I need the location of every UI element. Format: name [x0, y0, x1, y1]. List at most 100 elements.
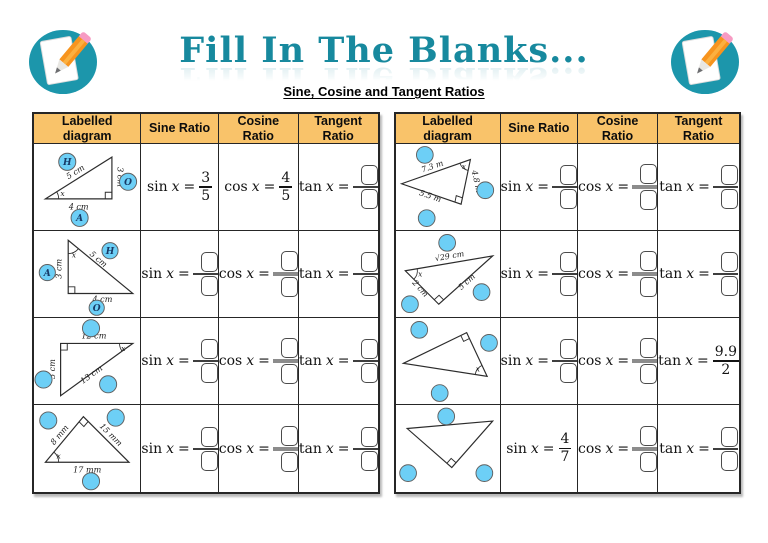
answer-label-circle[interactable] [34, 370, 53, 389]
answer-label-circle[interactable] [479, 334, 498, 352]
angle-variable: x [166, 266, 175, 282]
triangle-diagram: x 12 cm 5 cm 13 cm [34, 319, 135, 397]
denominator-blank[interactable] [640, 190, 658, 210]
denominator-blank[interactable] [640, 364, 658, 384]
fraction-bar [272, 272, 298, 276]
numerator-blank[interactable] [280, 425, 298, 446]
numerator-blank[interactable] [640, 425, 658, 446]
answer-fraction-blanks [712, 165, 738, 209]
answer-label-circle[interactable] [106, 408, 125, 427]
denominator-blank[interactable] [360, 189, 378, 209]
answer-label-circle[interactable] [400, 295, 419, 314]
answer-label-circle[interactable] [430, 384, 449, 402]
cos-function-label: cos [224, 179, 248, 195]
answer-label-circle[interactable] [398, 464, 417, 482]
answer-label-circle[interactable] [437, 234, 456, 252]
denominator-blank[interactable] [200, 363, 218, 383]
numerator-blank[interactable] [200, 339, 218, 359]
denominator-blank[interactable] [720, 450, 738, 471]
answer-label-circle[interactable] [417, 209, 436, 227]
denominator-blank[interactable] [720, 189, 738, 209]
numerator-blank[interactable] [360, 426, 378, 447]
numerator: 4 [281, 169, 291, 186]
answer-label-circle[interactable] [475, 181, 494, 200]
denominator-blank[interactable] [280, 364, 298, 384]
cos-function-label: cos [218, 353, 243, 369]
angle-label: x [121, 344, 126, 353]
angle-variable: x [685, 353, 693, 369]
numerator-blank[interactable] [720, 165, 738, 185]
answer-label-circle[interactable] [39, 411, 58, 430]
answer-label-circle[interactable] [409, 321, 428, 339]
numerator-blank[interactable] [360, 165, 378, 185]
answer-fraction-blanks [272, 425, 298, 472]
answer-fraction-blanks [352, 339, 378, 383]
answer-label-circle[interactable] [81, 472, 101, 491]
numerator-blank[interactable] [360, 252, 378, 272]
column-header-sine-ratio: Sine Ratio [500, 114, 578, 144]
angle-variable: x [325, 353, 334, 369]
denominator-blank[interactable] [640, 451, 658, 472]
denominator-blank[interactable] [360, 450, 378, 471]
numerator-blank[interactable] [640, 338, 658, 358]
denominator-blank[interactable] [360, 276, 378, 296]
side-label: 2 cm [409, 278, 429, 299]
answer-fraction-blanks [272, 338, 298, 384]
denominator-blank[interactable] [559, 276, 577, 296]
numerator-blank[interactable] [640, 164, 658, 184]
numerator-blank[interactable] [640, 251, 658, 271]
angle-variable: x [605, 179, 614, 195]
answer-label-circle[interactable] [81, 319, 101, 338]
denominator-blank[interactable] [200, 450, 218, 471]
pencil-and-paper-icon [668, 28, 742, 96]
fraction-bar [352, 186, 378, 188]
h-label-circle: H [58, 152, 77, 171]
triangle-diagram: x 5 cm 3 cm 4 cm H O A [43, 152, 138, 227]
denominator: 5 [281, 187, 291, 204]
equals-sign: = [542, 440, 555, 457]
denominator-blank[interactable] [559, 189, 577, 209]
numerator-blank[interactable] [720, 426, 738, 447]
triangle-diagram: x √29 cm 2 cm 5 cm [400, 234, 495, 314]
numerator-blank[interactable] [280, 338, 298, 358]
answer-label-circle[interactable] [415, 146, 434, 164]
denominator-blank[interactable] [559, 363, 577, 383]
svg-text:O: O [93, 304, 101, 314]
numerator-blank[interactable] [200, 252, 218, 272]
answer-label-circle[interactable] [472, 283, 490, 301]
numerator-blank[interactable] [559, 252, 577, 272]
denominator-blank[interactable] [360, 363, 378, 383]
numerator-blank[interactable] [200, 426, 218, 447]
answer-label-circle[interactable] [99, 375, 118, 394]
pencil-and-paper-icon [26, 28, 100, 96]
answer-fraction-blanks [352, 165, 378, 209]
numerator-blank[interactable] [559, 165, 577, 185]
fraction-bar [352, 360, 378, 362]
denominator-blank[interactable] [200, 276, 218, 296]
numerator-blank[interactable] [720, 252, 738, 272]
angle-variable: x [605, 266, 614, 282]
cos-function-label: cos [577, 353, 602, 369]
answer-label-circle[interactable] [475, 464, 493, 482]
o-label-circle: O [88, 299, 105, 316]
numerator-blank[interactable] [280, 251, 298, 271]
fraction-bar [551, 186, 577, 188]
denominator-blank[interactable] [280, 277, 298, 297]
denominator-blank[interactable] [640, 277, 658, 297]
denominator-blank[interactable] [720, 276, 738, 296]
numerator-blank[interactable] [360, 339, 378, 359]
equals-sign: = [258, 353, 270, 369]
angle-variable: x [246, 353, 255, 369]
svg-text:A: A [43, 269, 51, 279]
numerator-blank[interactable] [559, 339, 577, 359]
denominator-blank[interactable] [280, 451, 298, 472]
answer-label-circle[interactable] [436, 407, 455, 426]
sin-function-label: sin [141, 440, 163, 457]
